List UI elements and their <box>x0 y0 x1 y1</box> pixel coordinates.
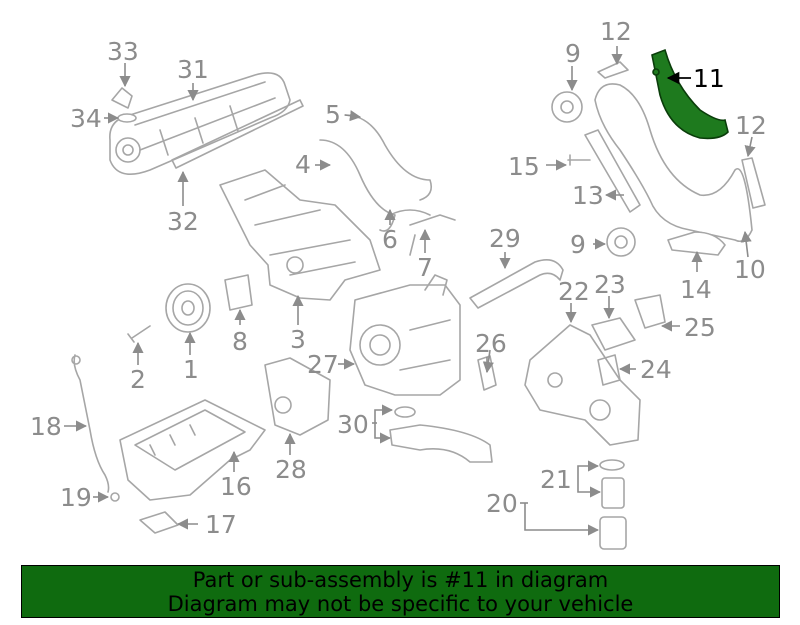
callout-labels: 33 31 34 32 5 4 6 7 3 8 1 2 27 18 16 28 … <box>30 17 767 539</box>
callout-18: 18 <box>30 412 62 441</box>
callout-23: 23 <box>594 270 626 299</box>
callout-9-lower: 9 <box>570 230 586 259</box>
leader-lines <box>64 46 756 536</box>
filter-seal-part <box>599 459 625 471</box>
callout-12-lower: 12 <box>735 111 767 140</box>
adapter-part <box>591 317 636 351</box>
oil-cooler-pipe-part <box>389 406 493 463</box>
callout-14: 14 <box>680 275 712 304</box>
callout-8: 8 <box>232 327 248 356</box>
oil-filter-part <box>599 516 627 550</box>
sensor-harness-part <box>409 214 456 256</box>
callout-13: 13 <box>572 181 604 210</box>
drain-plug-part <box>139 511 179 534</box>
chain-guide-right-part <box>741 157 766 209</box>
crank-seal-part <box>224 274 253 311</box>
oil-pump-part <box>349 274 461 396</box>
callout-32: 32 <box>167 207 199 236</box>
callout-19: 19 <box>60 483 92 512</box>
banner-line-1: Part or sub-assembly is #11 in diagram <box>192 567 609 592</box>
chain-guide-upper-part <box>597 61 629 79</box>
callout-7: 7 <box>417 253 433 282</box>
camshaft-sprocket-upper-part <box>551 91 583 123</box>
callout-27: 27 <box>307 350 339 379</box>
dipstick-part <box>73 354 110 493</box>
callout-11: 11 <box>693 64 725 93</box>
chain-guide-left-part <box>584 129 641 213</box>
callout-2: 2 <box>130 365 146 394</box>
callout-34: 34 <box>70 104 102 133</box>
banner-line-2: Diagram may not be specific to your vehi… <box>167 591 634 616</box>
callout-29: 29 <box>489 224 521 253</box>
info-banner: Part or sub-assembly is #11 in diagram D… <box>21 565 780 618</box>
callout-25: 25 <box>684 313 716 342</box>
dipstick-seal-part <box>110 492 120 502</box>
callout-22: 22 <box>558 277 590 306</box>
callout-10: 10 <box>734 255 766 284</box>
callout-6: 6 <box>382 225 398 254</box>
front-cover-gasket-part <box>319 139 396 232</box>
adapter-gasket-part <box>597 354 621 386</box>
callout-28: 28 <box>275 455 307 484</box>
front-cover-part <box>219 169 381 301</box>
callout-17: 17 <box>205 510 237 539</box>
callout-31: 31 <box>177 55 209 84</box>
callout-9-upper: 9 <box>565 39 581 68</box>
timing-cover-seal-part <box>389 209 431 216</box>
valve-cover-part <box>109 72 291 176</box>
chain-tensioner-part <box>667 231 726 256</box>
callout-3: 3 <box>290 325 306 354</box>
pulley-bolt-part <box>127 325 151 343</box>
callout-5: 5 <box>325 100 341 129</box>
callout-1: 1 <box>183 355 199 384</box>
callout-15: 15 <box>508 152 540 181</box>
oil-pump-gasket-part <box>344 114 433 201</box>
callout-20: 20 <box>486 489 518 518</box>
sensor-bracket-part <box>634 294 666 329</box>
timing-chain-part <box>594 83 753 243</box>
callout-16: 16 <box>220 472 252 501</box>
oil-filter-element-part <box>601 477 625 509</box>
callout-24: 24 <box>640 355 672 384</box>
callout-12-upper: 12 <box>600 17 632 46</box>
callout-33: 33 <box>107 37 139 66</box>
callout-26: 26 <box>475 329 507 358</box>
camshaft-sprocket-lower-part <box>606 227 636 257</box>
crankshaft-pulley-part <box>165 283 211 333</box>
oil-pickup-tube-part <box>469 259 564 309</box>
callout-4: 4 <box>295 150 311 179</box>
bolt-part <box>567 154 591 166</box>
callout-30: 30 <box>337 410 369 439</box>
callout-21: 21 <box>540 465 572 494</box>
oil-filter-housing-part <box>524 324 641 446</box>
valve-cover-gasket-part <box>171 99 304 169</box>
timing-chain-cover-part <box>264 357 331 436</box>
